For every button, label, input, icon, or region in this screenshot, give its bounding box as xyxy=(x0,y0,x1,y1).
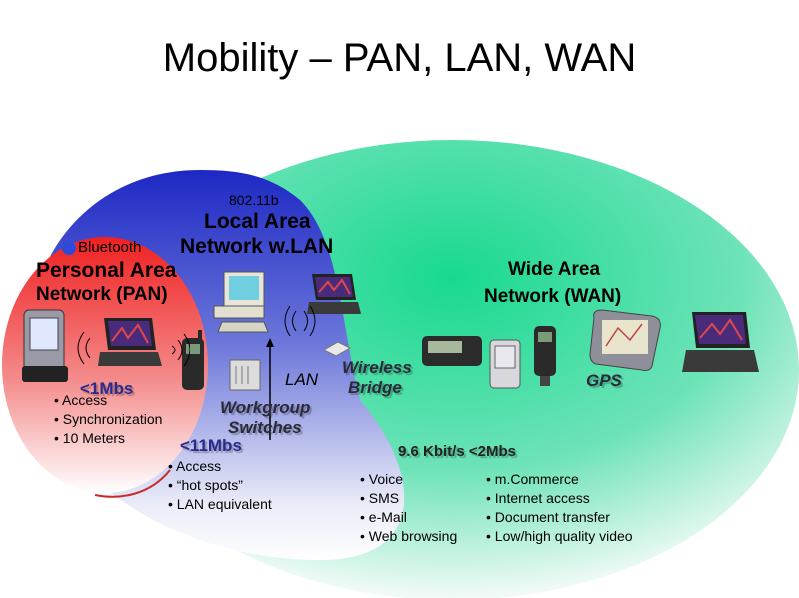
lan-bullet: • Access xyxy=(168,458,222,474)
wireless-signal-icon xyxy=(284,305,316,337)
wan-title-line1: Wide Area xyxy=(508,259,601,280)
wireless-signal-icon xyxy=(77,331,190,367)
wan-bullet: • Web browsing xyxy=(360,528,458,544)
pda-icon xyxy=(22,309,68,382)
wireless-bridge-line2: Bridge xyxy=(348,378,402,397)
workgroup-line2: Switches xyxy=(228,418,302,437)
bluetooth-label: Bluetooth xyxy=(78,239,142,256)
pda-icon xyxy=(489,339,521,389)
pan-bullets: • Access • Synchronization • 10 Meters xyxy=(54,391,162,448)
wan-speed: 9.6 Kbit/s <2Mbs xyxy=(398,443,516,460)
wan-bullet: • SMS xyxy=(360,490,400,506)
lan-bullet: • “hot spots” xyxy=(168,477,243,493)
access-point-icon xyxy=(322,341,352,357)
bluetooth-icon xyxy=(62,240,76,255)
workgroup-line1: Workgroup xyxy=(220,398,311,417)
page-title: Mobility – PAN, LAN, WAN xyxy=(162,36,637,80)
pan-bullet: • Access xyxy=(54,392,108,408)
gps-device-icon xyxy=(589,309,661,371)
laptop-icon xyxy=(682,312,759,372)
pager-icon xyxy=(422,336,482,366)
laptop-icon xyxy=(307,274,361,314)
gps-label: GPS xyxy=(586,371,622,390)
pan-title-line1: Personal Area xyxy=(36,259,177,282)
desktop-computer-icon xyxy=(213,271,269,333)
wireless-bridge-line1: Wireless xyxy=(342,358,412,377)
lan-standard-label: 802.11b xyxy=(229,192,279,208)
lan-speed: <11Mbs xyxy=(180,436,242,455)
wan-bullets-left: • Voice • SMS • e-Mail • Web browsing xyxy=(360,470,457,546)
wan-bullet: • Low/high quality video xyxy=(486,528,633,544)
pan-bullet: • 10 Meters xyxy=(54,430,126,446)
lan-title-line2: Network w.LAN xyxy=(180,235,334,258)
mobile-phone-icon xyxy=(534,326,556,386)
wan-title-line2: Network (WAN) xyxy=(484,286,622,307)
lan-label: LAN xyxy=(285,370,319,389)
mobile-phone-icon xyxy=(182,330,204,390)
switch-icon xyxy=(229,359,261,391)
lan-bullets: • Access • “hot spots” • LAN equivalent xyxy=(168,457,272,514)
wan-bullet: • Voice xyxy=(360,471,404,487)
pan-title-line2: Network (PAN) xyxy=(36,284,168,305)
wan-bullet: • Internet access xyxy=(486,490,590,506)
bluetooth-logo: Bluetooth xyxy=(62,239,141,257)
pan-bullet: • Synchronization xyxy=(54,411,163,427)
pan-ellipse-edge xyxy=(94,469,171,498)
wan-bullet: • m.Commerce xyxy=(486,471,579,487)
pan-speed: <1Mbs xyxy=(80,379,134,398)
wan-bullets-right: • m.Commerce • Internet access • Documen… xyxy=(486,470,633,546)
laptop-icon xyxy=(98,318,162,366)
lan-bullet: • LAN equivalent xyxy=(168,496,272,512)
lan-title-line1: Local Area xyxy=(204,210,311,233)
wan-bullet: • Document transfer xyxy=(486,509,610,525)
wan-bullet: • e-Mail xyxy=(360,509,407,525)
